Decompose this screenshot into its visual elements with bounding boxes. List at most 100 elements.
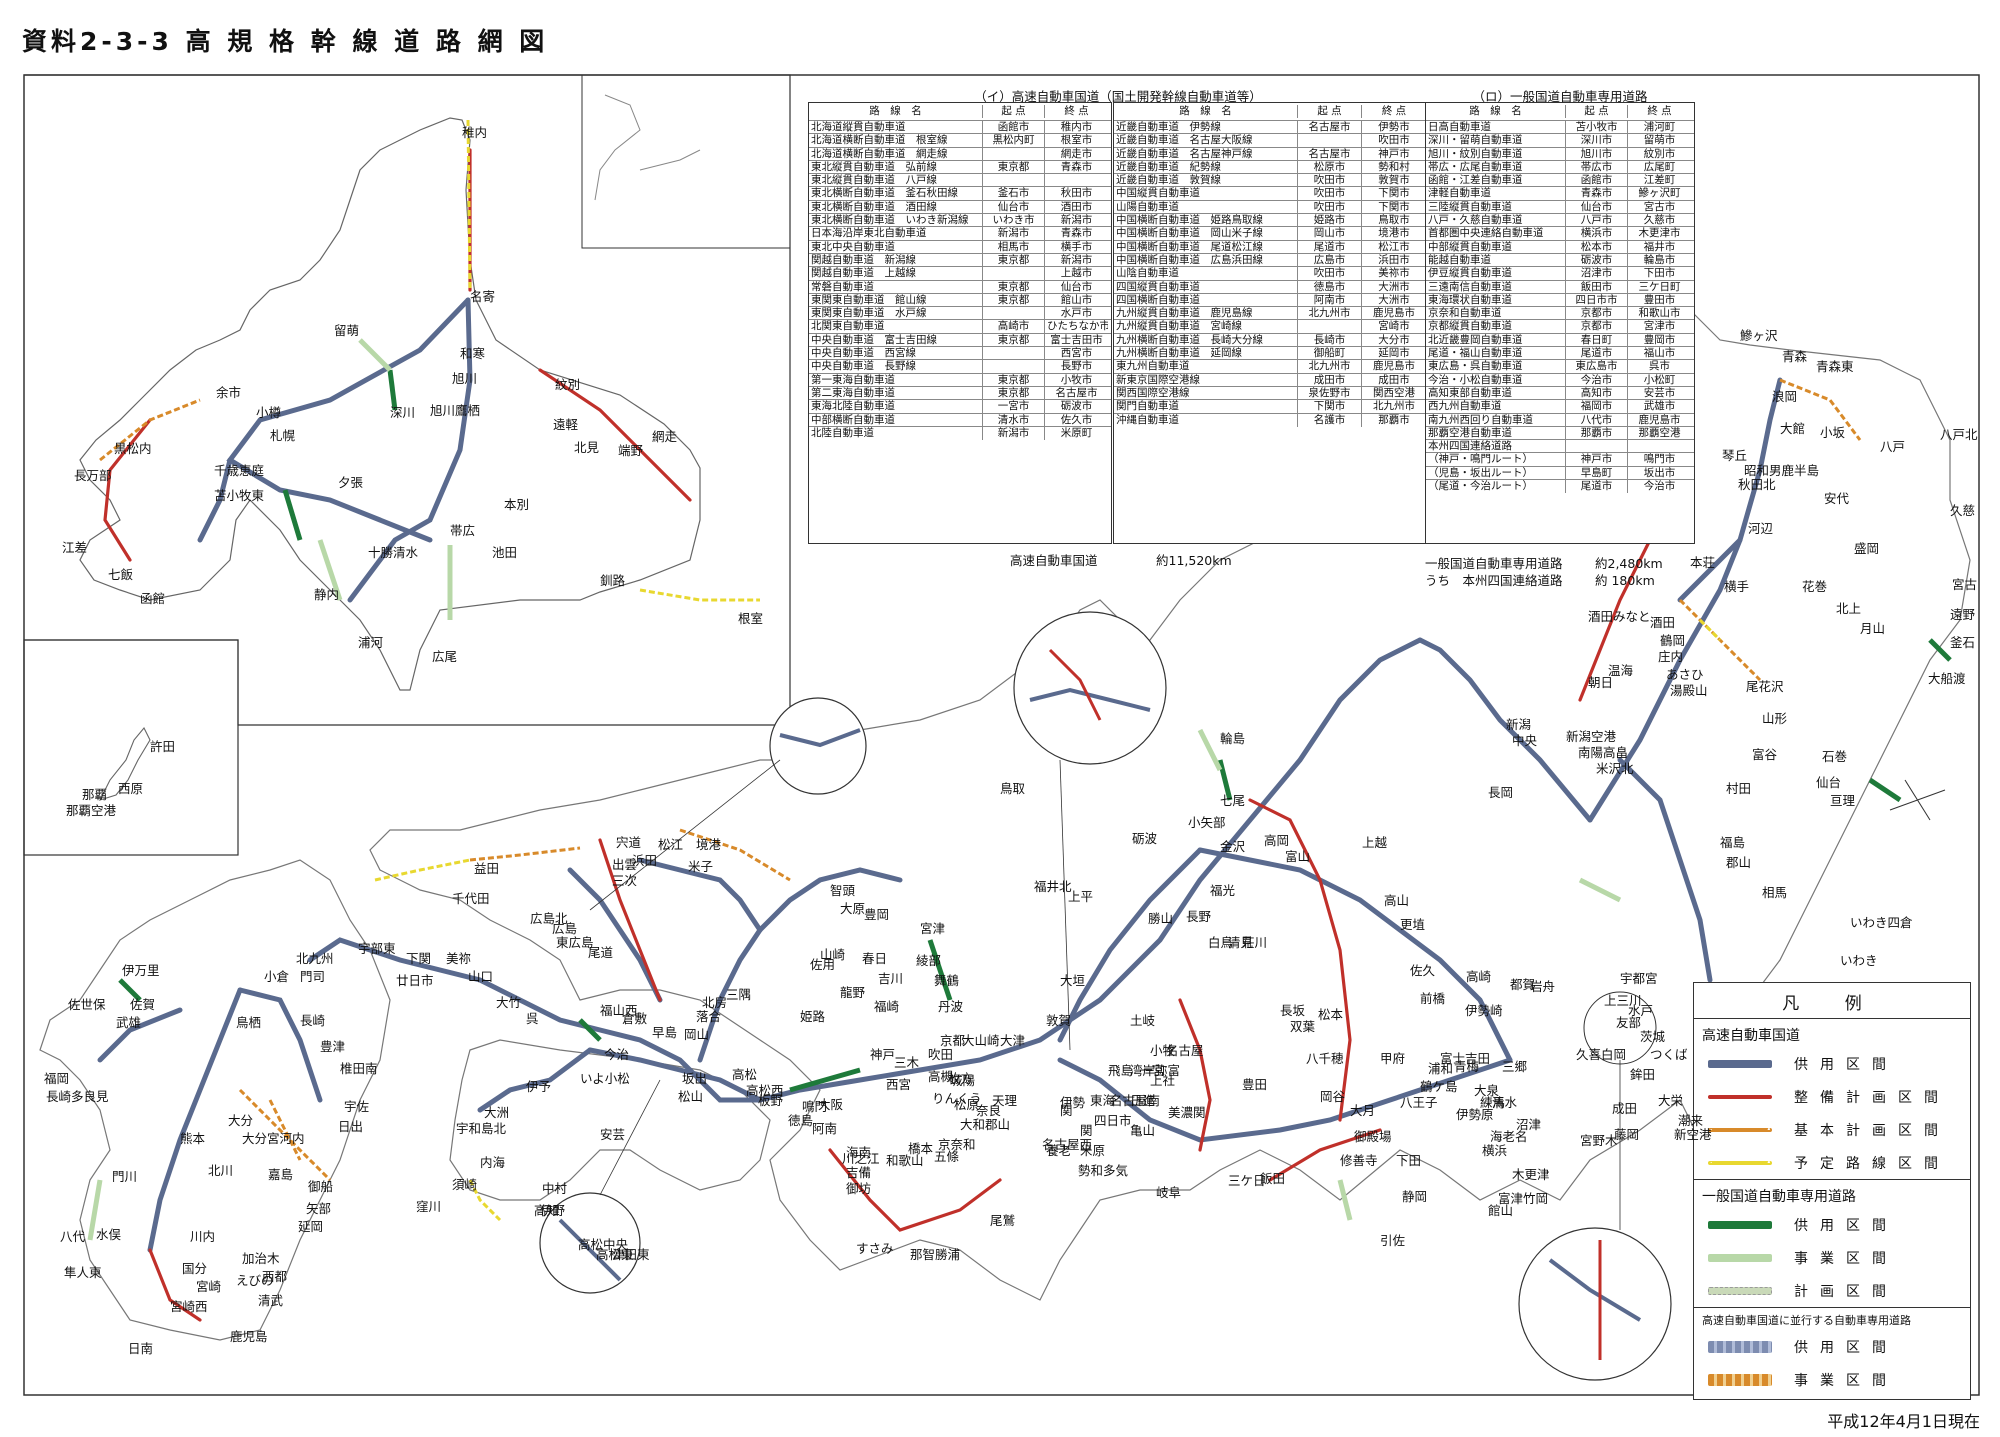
place-label: 八千穂 (1306, 1051, 1344, 1066)
legend-plan-swatch (1708, 1094, 1772, 1099)
table-cell (1298, 320, 1362, 333)
table-cell: 第一東海自動車道 (809, 373, 983, 386)
place-label: 引佐 (1380, 1233, 1406, 1248)
table-cell: 三ケ日町 (1638, 280, 1681, 293)
place-label: 日出 (338, 1119, 364, 1134)
table-header-cell: 起 点 (1566, 105, 1628, 118)
table-row: 中国横断自動車道 尾道松江線尾道市松江市 (1114, 240, 1429, 254)
table-cell: 呉市 (1649, 360, 1670, 373)
place-label: 延岡 (298, 1219, 324, 1234)
place-label: 佐用 (810, 957, 836, 972)
place-label: 尾花沢 (1746, 679, 1784, 694)
table-cell: 大分市 (1378, 333, 1410, 346)
table-header-row: 路 線 名起 点終 点 (809, 103, 1111, 121)
table-cell: 和歌山市 (1638, 307, 1681, 320)
legend-open: 供用区間 (1694, 1047, 1970, 1080)
table-cell: 北九州市 (1298, 360, 1362, 373)
place-label: 宇部東 (358, 941, 396, 956)
table-cell: 鳥取市 (1378, 214, 1410, 227)
table-row: 近畿自動車道 伊勢線名古屋市伊勢市 (1114, 121, 1429, 135)
table-cell: 四国横断自動車道 (1114, 293, 1298, 307)
place-label: 八王子 (1400, 1095, 1438, 1110)
place-label: 昭和男鹿半島 (1744, 463, 1820, 478)
place-label: 名古屋 (1166, 1043, 1204, 1058)
table-cell: 姫路市 (1298, 214, 1362, 227)
table-row: 四国縦貫自動車道徳島市大洲市 (1114, 280, 1429, 294)
place-label: 福山西 (600, 1003, 638, 1018)
table-cell: 京都市 (1566, 307, 1628, 320)
table-row: 中国横断自動車道 広島浜田線広島市浜田市 (1114, 253, 1429, 268)
table-row: 三陸縦貫自動車道仙台市宮古市 (1426, 200, 1694, 215)
table-cell: 豊岡市 (1643, 333, 1676, 346)
place-label: 小樽 (256, 405, 282, 420)
table-row: 那覇空港自動車道那覇市那覇空港 (1426, 426, 1694, 441)
place-label: 宮崎 (196, 1279, 222, 1294)
place-label: 南陽高畠 (1578, 745, 1629, 760)
table-cell: 松原市 (1298, 160, 1362, 174)
table-cell: 北海道横断自動車道 網走線 (809, 147, 983, 160)
place-label: 伊勢原 (1456, 1107, 1494, 1122)
table-cell: 阿南市 (1298, 293, 1362, 307)
hokkaido-inset-frame (24, 74, 791, 726)
table-cell: 関越自動車道 新潟線 (809, 253, 983, 267)
table-cell: 米原町 (1060, 426, 1093, 439)
table-cell: 稚内市 (1060, 121, 1093, 133)
place-label: いよ小松 (580, 1071, 630, 1086)
place-label: 美祢 (446, 951, 472, 966)
place-label: 名古屋西 (1042, 1137, 1093, 1152)
place-label: 久慈 (1950, 503, 1976, 518)
table-cell: 安芸市 (1643, 386, 1676, 399)
table-cell: 帯広市 (1566, 160, 1628, 174)
place-label: 橋本 (908, 1141, 934, 1156)
place-label: 酒田 (1650, 615, 1676, 630)
place-label: 青森 (1782, 349, 1808, 364)
table-row: 東北中央自動車道相馬市横手市 (809, 240, 1111, 254)
table-cell: 松本市 (1566, 240, 1628, 253)
place-label: 長崎多良見 (46, 1089, 109, 1104)
place-label: 帯広 (450, 523, 476, 538)
place-label: 黒松内 (114, 441, 152, 456)
table-cell: 東関東自動車道 水戸線 (809, 307, 983, 320)
table-cell: 北九州市 (1373, 400, 1415, 413)
table-cell: 東北横断自動車道 釜石秋田線 (809, 187, 983, 200)
table-row: （尾道・今治ルート）尾道市今治市 (1426, 480, 1694, 494)
table-header-row: 路 線 名起 点終 点 (1426, 103, 1694, 121)
legend-par-open-label: 供用区間 (1794, 1339, 1898, 1356)
place-label: 益田 (474, 861, 500, 876)
table-row: 函館・江差自動車道函館市江差町 (1426, 174, 1694, 188)
place-label: 根室 (738, 611, 764, 626)
table-row: 東北縦貫自動車道 弘前線東京都青森市 (809, 160, 1111, 175)
place-label: 亘理 (1830, 793, 1856, 808)
compass-icon (1889, 779, 1946, 821)
place-label: 勝山 (1148, 911, 1174, 926)
legend: 凡 例 高速自動車国道 供用区間 整備計画区間 基本計画区間 予定路線区間 一般… (1693, 982, 1971, 1400)
table-cell: 高知東部自動車道 (1426, 386, 1566, 400)
place-label: 千代田 (452, 891, 490, 906)
table-cell: 九州縦貫自動車道 宮崎線 (1114, 320, 1298, 333)
table-i-right: 路 線 名起 点終 点近畿自動車道 伊勢線名古屋市伊勢市近畿自動車道 名古屋大阪… (1113, 102, 1430, 544)
place-label: 富士吉田 (1440, 1051, 1491, 1066)
place-label: 留萌 (334, 323, 360, 338)
table-cell: 鹿児島市 (1638, 413, 1681, 426)
place-label: 熊本 (180, 1131, 206, 1146)
table-header-cell: 路 線 名 (1426, 105, 1566, 118)
place-label: 米子 (688, 859, 714, 874)
place-label: 岩舟 (1530, 979, 1556, 994)
place-label: 温海 (1608, 663, 1634, 678)
place-label: 宮崎西 (170, 1299, 208, 1314)
place-label: 五條 (934, 1149, 960, 1164)
table-cell: 吹田市 (1298, 267, 1362, 280)
place-label: 庄内 (1658, 649, 1684, 664)
place-label: 落合 (696, 1009, 722, 1024)
table-cell: 成田市 (1298, 373, 1362, 386)
place-label: えびの (236, 1273, 274, 1288)
place-label: 早島 (652, 1025, 678, 1040)
table-cell: 浦河町 (1643, 121, 1676, 133)
table-row: 北海道横断自動車道 網走線網走市 (809, 147, 1111, 161)
place-label: 安代 (1824, 491, 1850, 506)
place-label: 北房 (702, 995, 728, 1010)
place-label: 金沢 (1220, 839, 1246, 854)
table-cell: 坂出市 (1643, 466, 1676, 479)
table-row: 近畿自動車道 紀勢線松原市勢和村 (1114, 160, 1429, 175)
place-label: 高知 (534, 1203, 560, 1218)
